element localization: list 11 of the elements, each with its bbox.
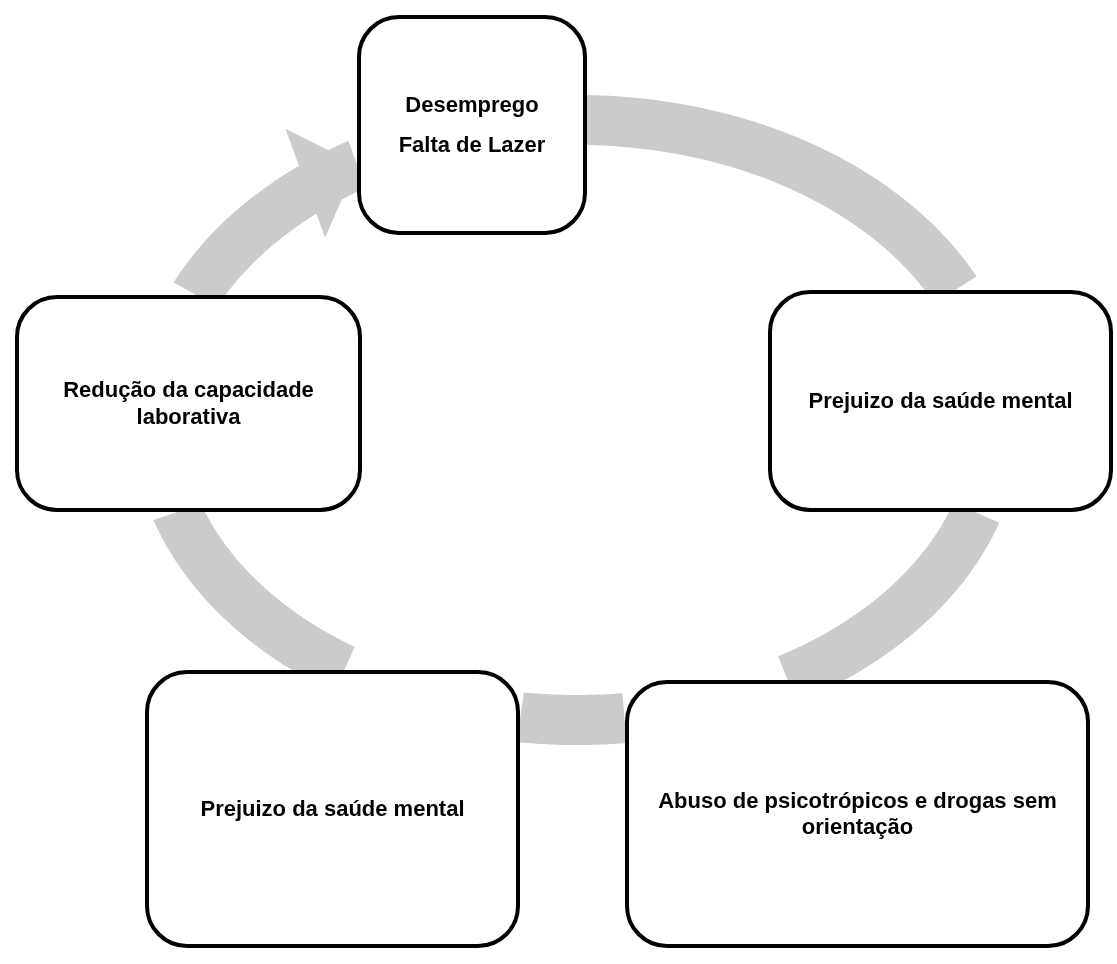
process-box: [357, 15, 587, 235]
box-label: Redução da capacidade laborativa: [62, 377, 315, 430]
process-box: [15, 295, 362, 512]
box-label: Desemprego: [405, 91, 539, 118]
process-box: [145, 670, 520, 948]
box-label: Prejuizo da saúde mental: [200, 795, 465, 823]
process-box: [625, 680, 1090, 948]
box-label: Abuso de psicotrópicos e drogas sem orientação: [657, 787, 1058, 841]
box-label: Falta de Lazer: [398, 132, 546, 159]
process-box: [768, 290, 1113, 512]
box-label: Prejuizo da saúde mental: [808, 387, 1073, 415]
